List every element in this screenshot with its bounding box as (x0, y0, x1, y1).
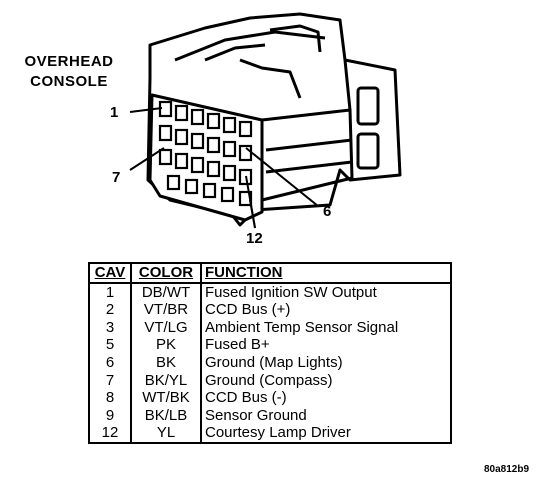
cell-function: Fused Ignition SW Output (201, 282, 452, 302)
cell-cav: 12 (88, 424, 132, 444)
cell-color: PK (131, 336, 202, 354)
cell-cav: 1 (88, 282, 132, 302)
connector-top-ridge (239, 58, 302, 99)
cavity (190, 156, 205, 174)
figure-id: 80a812b9 (484, 464, 530, 475)
title-line-1: OVERHEAD (24, 53, 114, 70)
cavity (158, 148, 173, 166)
cavity (238, 144, 253, 162)
pinout-table: CAV COLOR FUNCTION 1 DB/WT Fused Ignitio… (88, 262, 452, 444)
connector-side-housing (343, 59, 352, 111)
cell-cav: 3 (88, 318, 132, 337)
cavity (174, 104, 189, 122)
cavity (202, 182, 217, 199)
table-row: 9 BK/LB Sensor Ground (88, 406, 452, 425)
cell-cav: 5 (88, 336, 132, 354)
cell-color: YL (131, 424, 202, 444)
cavity (222, 164, 237, 182)
cell-color: BK/LB (131, 406, 202, 425)
table-row: 6 BK Ground (Map Lights) (88, 353, 452, 372)
callout-leader-1 (129, 107, 163, 113)
header-color: COLOR (131, 262, 202, 284)
connector-top-ridge (204, 43, 266, 62)
connector-illustration (129, 12, 402, 229)
cavity (238, 120, 253, 138)
callout-1: 1 (110, 104, 119, 121)
callout-12: 12 (246, 230, 263, 247)
cavity (220, 186, 235, 203)
connector-top-ridge (174, 30, 326, 62)
table-header-row: CAV COLOR FUNCTION (88, 262, 452, 284)
cell-function: Sensor Ground (201, 406, 452, 425)
cavity (158, 124, 173, 142)
table-row: 7 BK/YL Ground (Compass) (88, 371, 452, 390)
cell-function: CCD Bus (+) (201, 301, 452, 319)
connector-top-ridge (269, 24, 322, 53)
connector-latch (356, 132, 380, 170)
header-cav: CAV (88, 262, 132, 284)
cell-cav: 7 (88, 371, 132, 390)
connector-side-housing (261, 108, 354, 202)
cell-color: BK (131, 353, 202, 372)
cell-function: CCD Bus (-) (201, 389, 452, 407)
cavity (174, 152, 189, 170)
cavity (190, 132, 205, 150)
callout-leader-6 (245, 147, 319, 207)
cavity (184, 178, 199, 195)
cavity (222, 140, 237, 158)
cavity (222, 116, 237, 134)
cell-cav: 2 (88, 301, 132, 319)
cavity (238, 190, 253, 207)
cell-function: Fused B+ (201, 336, 452, 354)
callout-7: 7 (112, 169, 121, 186)
connector-side-rib (265, 138, 353, 152)
cavity (174, 128, 189, 146)
cavity (206, 112, 221, 130)
cavity (206, 136, 221, 154)
cell-cav: 8 (88, 389, 132, 407)
cell-function: Ground (Map Lights) (201, 353, 452, 372)
cell-cav: 9 (88, 406, 132, 425)
table-row: 2 VT/BR CCD Bus (+) (88, 301, 452, 319)
connector-title: OVERHEAD CONSOLE (14, 52, 124, 92)
table-row: 8 WT/BK CCD Bus (-) (88, 389, 452, 407)
cell-color: VT/LG (131, 318, 202, 337)
callout-leader-12b (249, 199, 256, 229)
cavity (190, 108, 205, 126)
cell-color: WT/BK (131, 389, 202, 407)
cell-color: VT/BR (131, 301, 202, 319)
table-row: 3 VT/LG Ambient Temp Sensor Signal (88, 318, 452, 337)
connector-side-rib (265, 160, 353, 174)
table-row: 12 YL Courtesy Lamp Driver (88, 424, 452, 444)
callout-6: 6 (323, 203, 332, 220)
connector-latch (356, 86, 380, 126)
table-row: 5 PK Fused B+ (88, 336, 452, 354)
cavity (166, 174, 181, 191)
cell-color: BK/YL (131, 371, 202, 390)
header-function: FUNCTION (201, 262, 452, 284)
cell-function: Ambient Temp Sensor Signal (201, 318, 452, 337)
callout-leader-7 (129, 147, 165, 171)
cell-function: Courtesy Lamp Driver (201, 424, 452, 444)
cell-function: Ground (Compass) (201, 371, 452, 390)
cell-color: DB/WT (131, 282, 202, 302)
cavity (206, 160, 221, 178)
table-row: 1 DB/WT Fused Ignition SW Output (88, 282, 452, 302)
cell-cav: 6 (88, 353, 132, 372)
title-line-2: CONSOLE (30, 73, 108, 90)
